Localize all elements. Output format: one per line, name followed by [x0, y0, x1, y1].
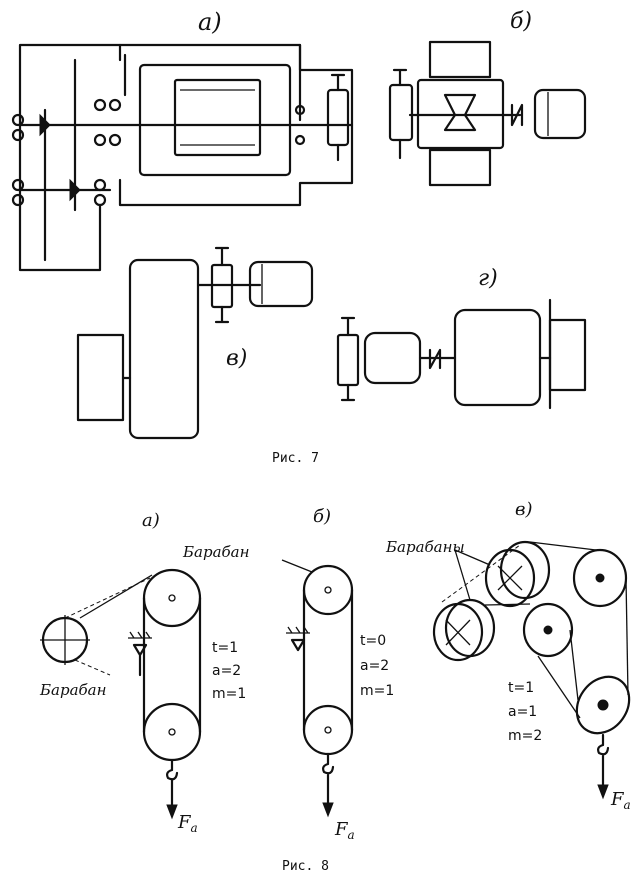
- fig8b-param-t: t=0: [360, 633, 386, 649]
- fig8v-force-label: Fa: [610, 789, 631, 812]
- fig7v-label: в): [226, 346, 247, 371]
- fig7a-label: а): [198, 8, 222, 36]
- fig7g-label: г): [478, 266, 498, 291]
- fig8a-param-m: m=1: [212, 686, 246, 702]
- fig8a-param-t: t=1: [212, 640, 238, 656]
- fig7b-coupling-scheme: [388, 40, 587, 187]
- fig8v-param-t: t=1: [508, 680, 534, 696]
- fig8v-param-m: m=2: [508, 728, 542, 744]
- fig7-caption: Рис. 7: [272, 451, 319, 466]
- fig8b-force-label: Fa: [334, 819, 355, 842]
- fig8a-force-label: Fa: [177, 812, 198, 835]
- fig7a-gear-scheme: [11, 43, 354, 272]
- fig8b-label: б): [313, 506, 331, 527]
- fig7g-motor-scheme: [336, 298, 587, 410]
- fig8v-param-a: a=1: [508, 704, 537, 720]
- fig8a-label: а): [142, 510, 160, 531]
- fig7b-label: б): [510, 9, 532, 34]
- fig7v-drive-scheme: [76, 246, 314, 440]
- fig8b-param-m: m=1: [360, 683, 394, 699]
- fig8-caption: Рис. 8: [282, 859, 329, 874]
- fig8a-pulley-scheme: [40, 568, 202, 820]
- fig8a-drum-label-left: Барабан: [39, 681, 107, 699]
- fig8v-drums-label: Барабаны: [385, 538, 465, 556]
- fig8v-pulley-scheme: [432, 540, 631, 800]
- fig8b-pulley-scheme: [281, 559, 354, 818]
- fig8a-param-a: a=2: [212, 663, 241, 679]
- fig8v-label: в): [515, 499, 533, 520]
- fig8b-param-a: a=2: [360, 658, 389, 674]
- fig8a-drum-label-top: Барабан: [182, 543, 250, 561]
